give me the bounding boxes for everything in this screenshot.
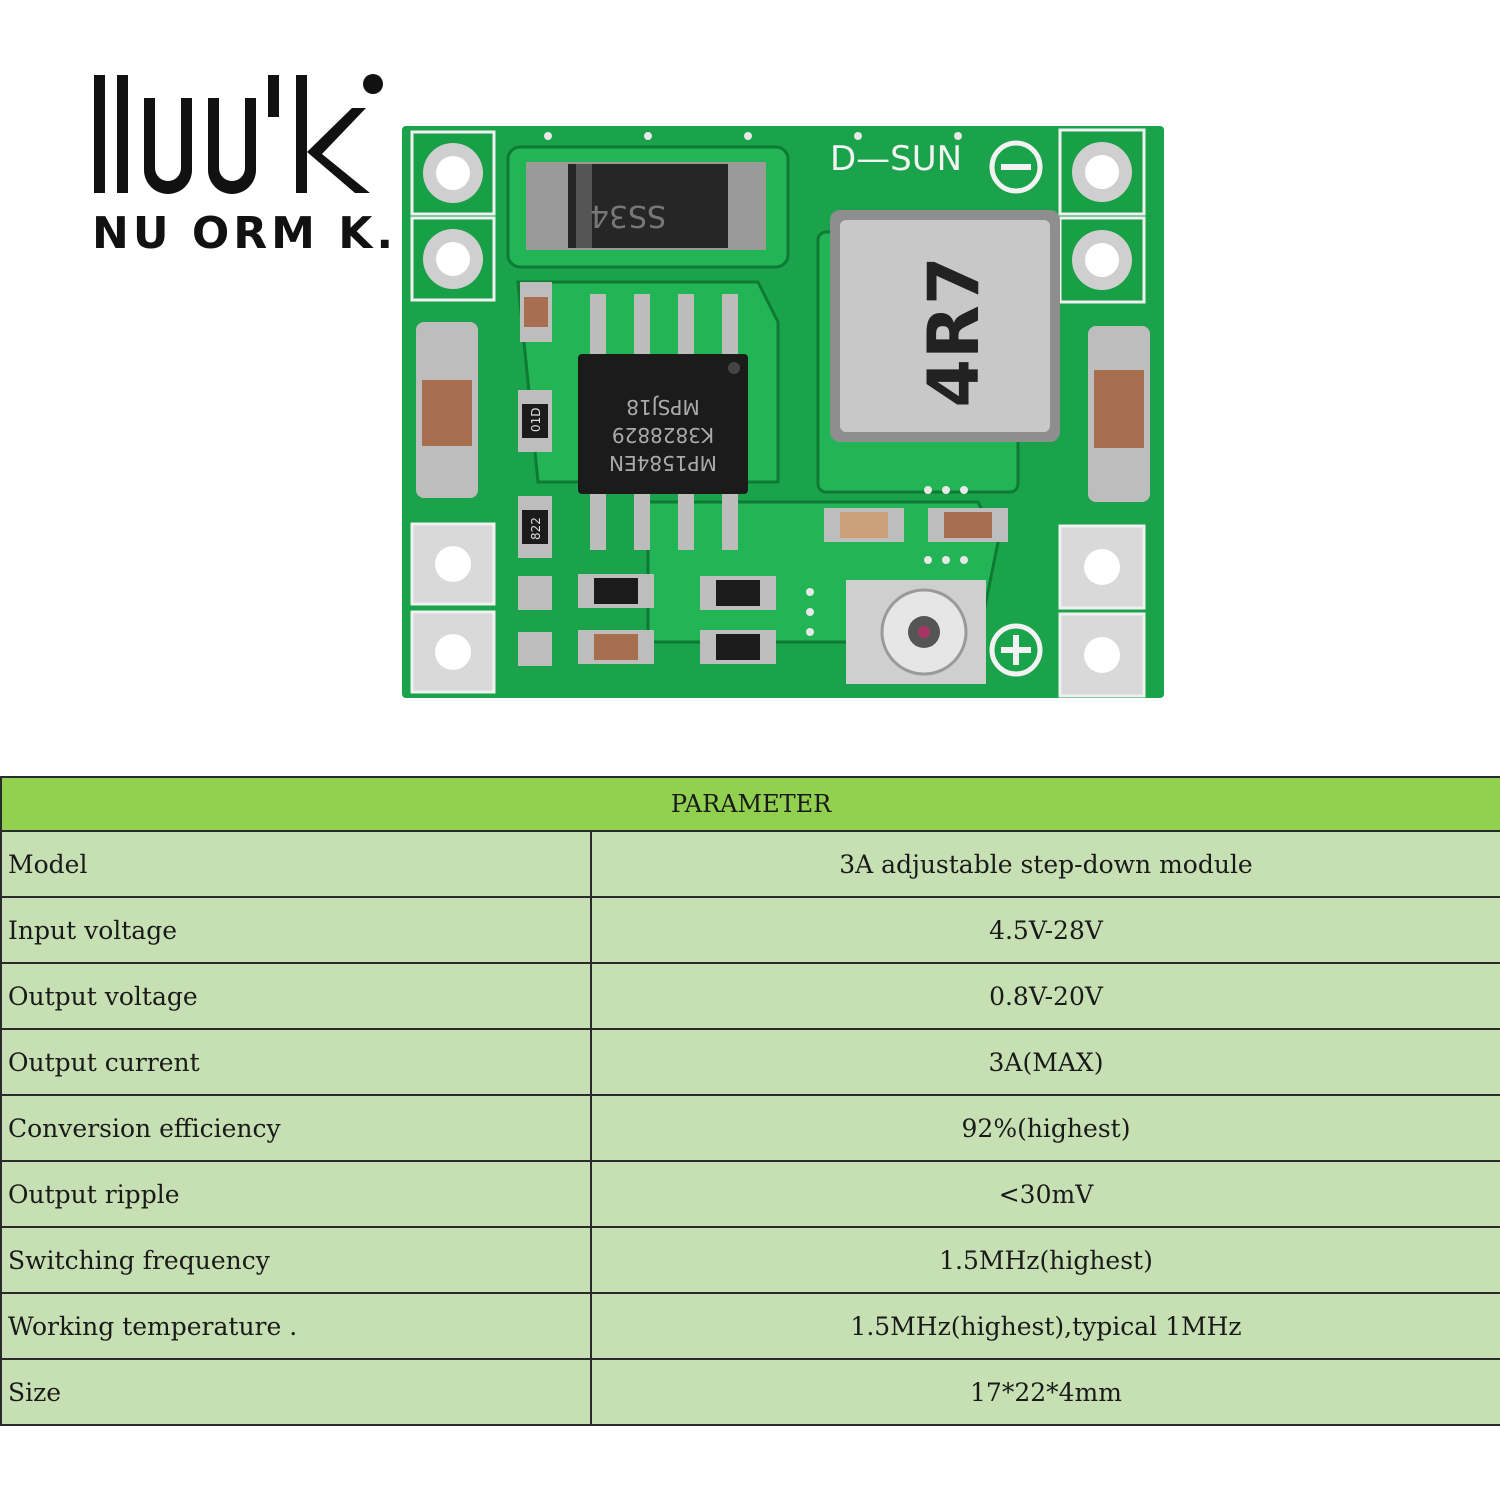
smd-components: 01D 822 [518,282,1008,666]
parameter-value: 3A adjustable step-down module [590,830,1500,898]
parameter-label: Output current [0,1028,592,1096]
ic-marking-line-2: K3828829 [612,423,714,447]
parameter-value: 1.5MHz(highest) [590,1226,1500,1294]
minus-symbol [989,140,1043,194]
diode-ss34: SS34 [526,162,766,250]
resistor-marking: 01D [529,407,543,432]
parameter-value: 92%(highest) [590,1094,1500,1162]
parameter-label: Model [0,830,592,898]
table-row: Working temperature .1.5MHz(highest),typ… [0,1292,1500,1360]
table-row: Output ripple<30mV [0,1160,1500,1228]
pin-holes-right [1058,128,1146,698]
pin-holes-left [410,130,496,694]
buck-converter-board: D—SUN SS34 4R7 MP1584EN K3828829 MP [402,126,1164,698]
parameter-value: 17*22*4mm [590,1358,1500,1426]
brand-wordmark: NU ORM K. [92,208,390,259]
capacitor-left [416,322,478,498]
parameter-label: Conversion efficiency [0,1094,592,1162]
parameter-label: Input voltage [0,896,592,964]
parameter-value: 1.5MHz(highest),typical 1MHz [590,1292,1500,1360]
parameter-label: Output voltage [0,962,592,1030]
table-header-row: PARAMETER [0,776,1500,832]
inductor-4r7: 4R7 [830,210,1060,442]
board-brand-silkscreen: D—SUN [830,139,962,179]
ic-marking-line-3: MPSJ18 [626,395,699,419]
diode-marking: SS34 [590,198,666,233]
resistor-marking-822: 822 [529,517,543,540]
ic-marking-line-1: MP1584EN [609,451,717,475]
table-header: PARAMETER [0,776,1500,832]
parameter-value: <30mV [590,1160,1500,1228]
parameter-value: 0.8V-20V [590,962,1500,1030]
plus-symbol [989,623,1043,677]
brand-logo: NU ORM K. [92,74,390,259]
parameter-value: 4.5V-28V [590,896,1500,964]
potentiometer [846,580,986,684]
parameter-value: 3A(MAX) [590,1028,1500,1096]
ic-mp1584en: MP1584EN K3828829 MPSJ18 [578,294,748,550]
vias [544,132,968,636]
parameter-label: Output ripple [0,1160,592,1228]
parameter-label: Size [0,1358,592,1426]
capacitor-right [1088,326,1150,502]
parameter-label: Working temperature . [0,1292,592,1360]
inductor-marking: 4R7 [913,256,995,407]
parameter-label: Switching frequency [0,1226,592,1294]
